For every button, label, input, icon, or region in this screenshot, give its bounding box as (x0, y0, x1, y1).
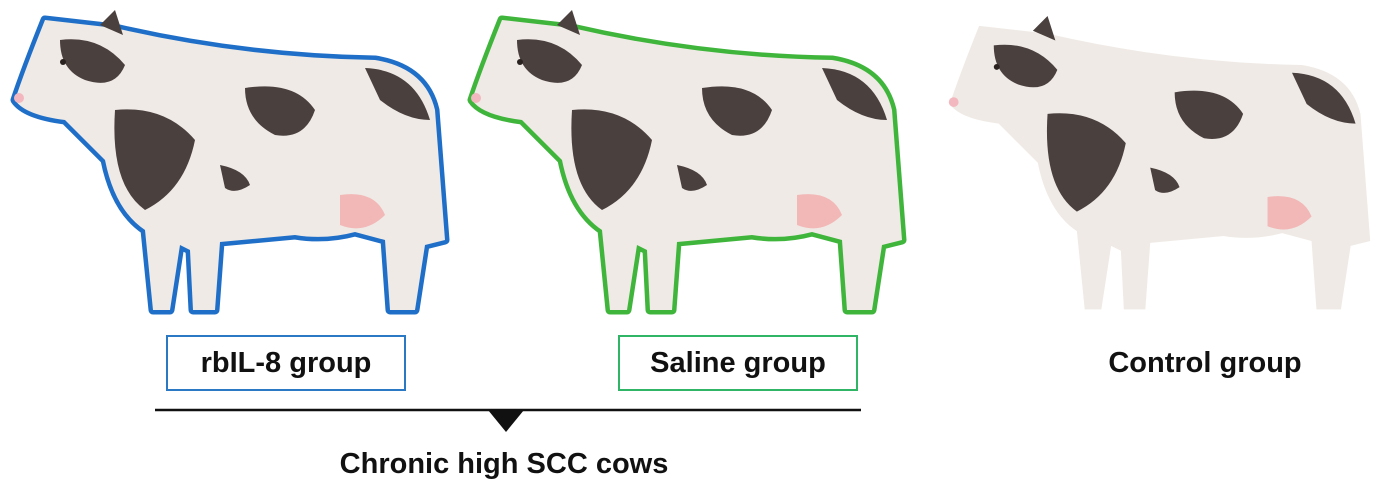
down-arrow-icon (488, 410, 524, 432)
cow-saline-illustration (462, 10, 912, 330)
saline-group-label: Saline group (618, 335, 858, 391)
rbil8-group-label: rbIL-8 group (166, 335, 406, 391)
cow-nose (471, 93, 481, 103)
grouping-bracket (155, 402, 865, 436)
cow-nose (14, 93, 24, 103)
cow-eye (60, 59, 66, 65)
cow-figure (14, 10, 445, 310)
chronic-high-scc-caption: Chronic high SCC cows (0, 448, 1008, 481)
cow-nose (949, 97, 959, 107)
cow-eye (517, 59, 523, 65)
cow-figure (949, 16, 1370, 309)
cow-control-illustration (940, 15, 1380, 330)
control-group-label: Control group (1080, 335, 1330, 391)
cow-rbil8-illustration (5, 10, 455, 330)
cow-figure (471, 10, 902, 310)
cow-eye (994, 64, 1000, 70)
